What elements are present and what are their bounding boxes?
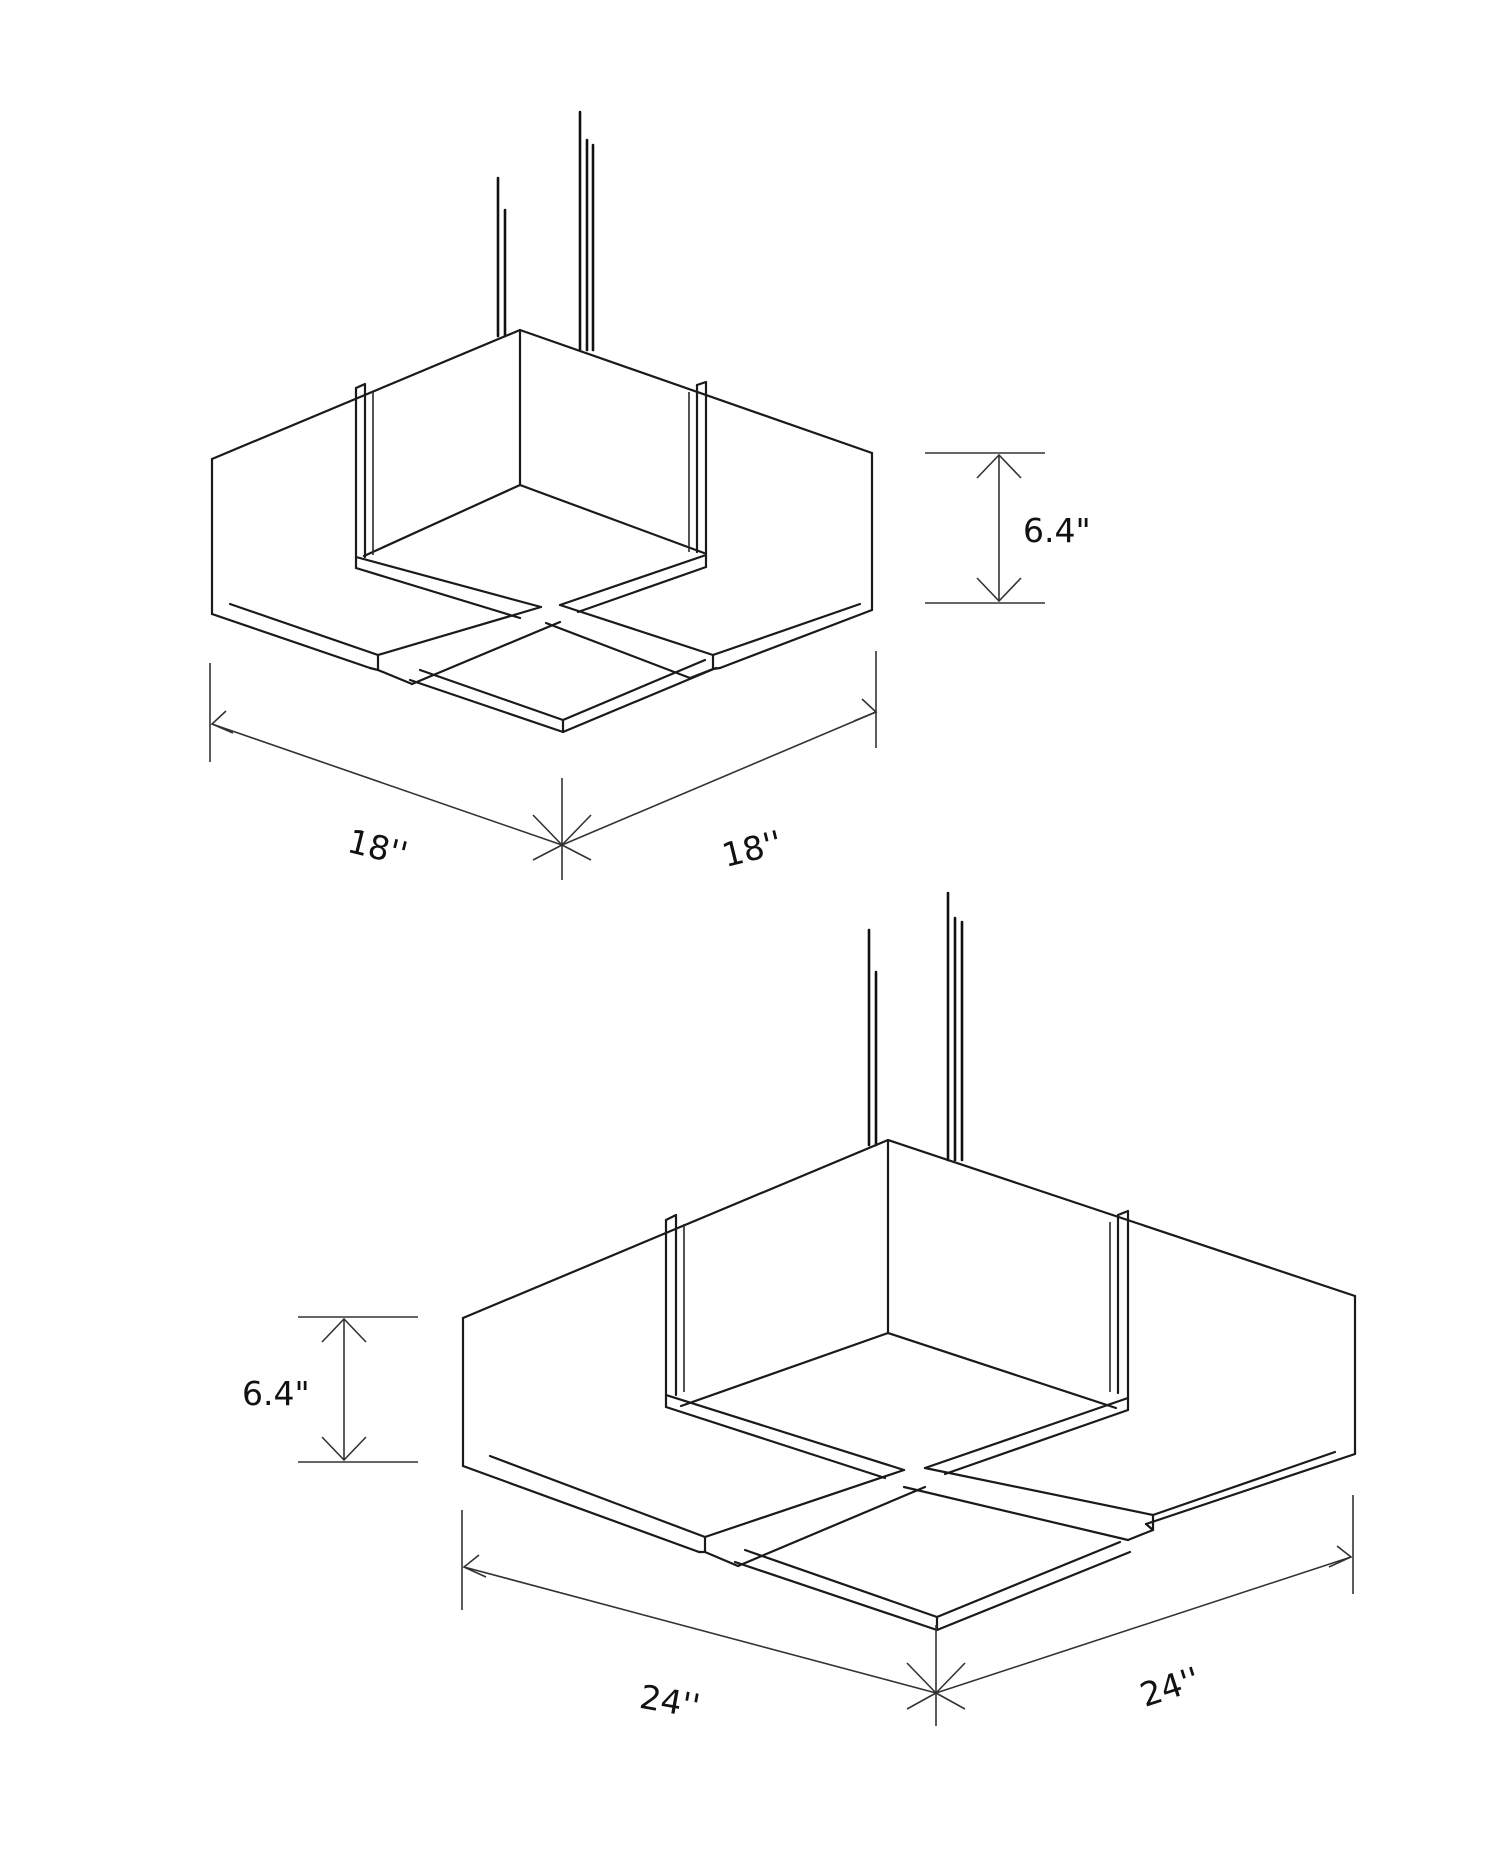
width-label-small: 18'' [344, 821, 412, 873]
footprint-dimension-small: 18'' 18'' [209, 651, 878, 880]
footprint-dimension-large: 24'' 24'' [461, 1495, 1354, 1726]
depth-label-small: 18'' [718, 823, 786, 875]
suspension-cables-large [867, 891, 964, 1162]
fixture-body-large [461, 1138, 1357, 1632]
width-label-large: 24'' [637, 1677, 703, 1726]
height-label-small: 6.4" [1023, 511, 1091, 550]
height-dimension-large: 6.4" [242, 1316, 418, 1463]
height-dimension-small: 6.4" [925, 452, 1091, 604]
fixture-small: 6.4" 18'' 18'' [209, 110, 1091, 880]
fixture-large: 6.4" 24'' 24'' [242, 891, 1357, 1726]
suspension-cables-small [496, 110, 595, 352]
fixture-body-small [210, 328, 874, 734]
depth-label-large: 24'' [1135, 1659, 1204, 1715]
height-label-large: 6.4" [242, 1374, 310, 1413]
